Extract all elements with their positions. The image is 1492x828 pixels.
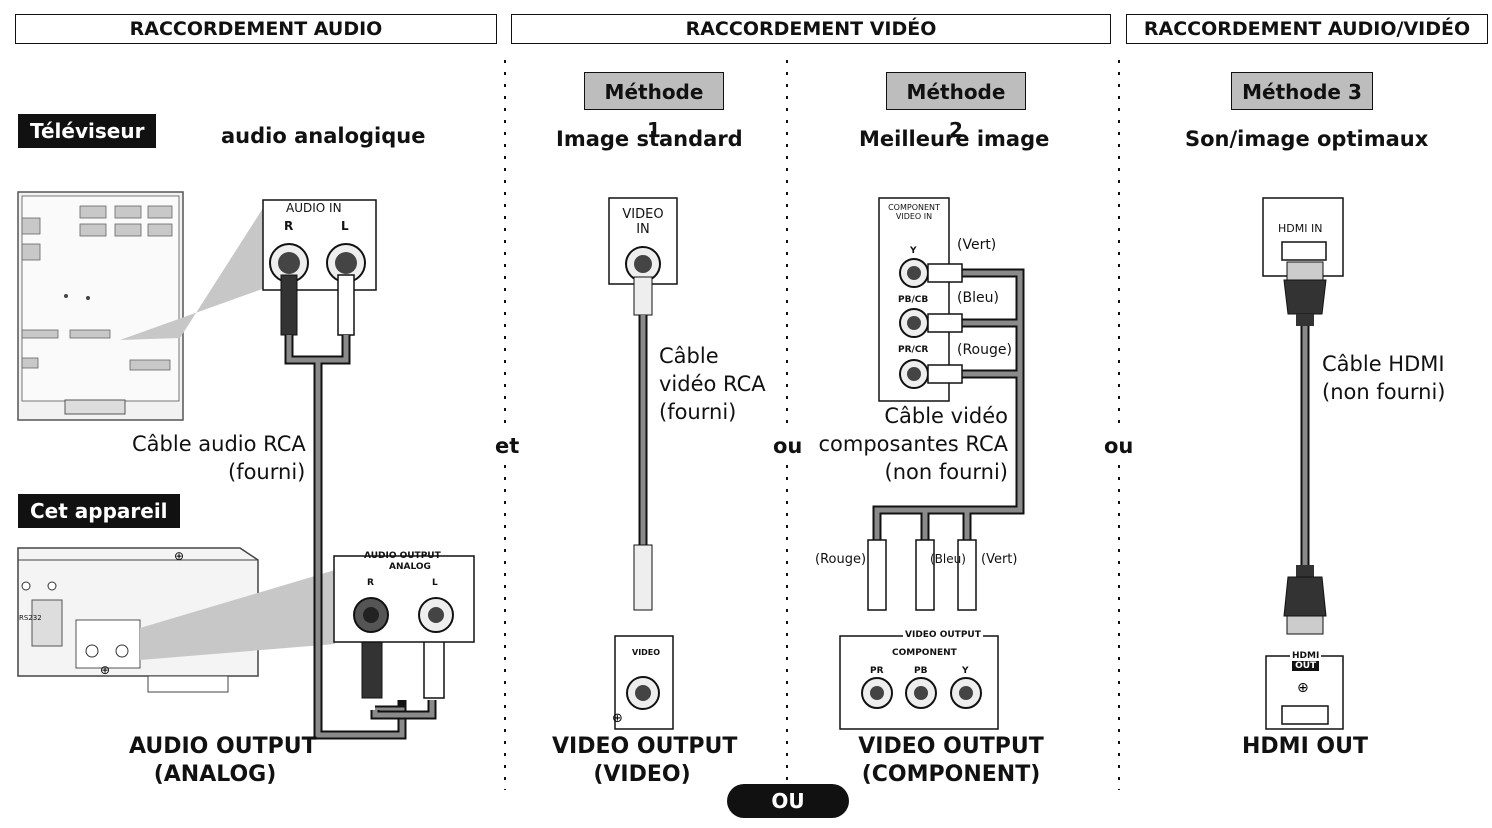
audio-output-jacks [353,597,454,633]
tv-zoom-beam [120,205,265,340]
audio-in-l: L [341,219,349,233]
method3-caption: HDMI OUT [1242,734,1368,759]
component-in-y: Y [910,246,917,256]
audio-in-title: AUDIO IN [286,201,342,215]
audio-output-title: AUDIO OUTPUT [364,551,441,561]
video-rca-cable [633,276,653,611]
header-audio-video: RACCORDEMENT AUDIO/VIDÉO [1126,14,1488,44]
color-red: (Rouge) [957,342,1012,358]
color-blue: (Bleu) [957,290,999,306]
method3-subtitle: Son/image optimaux [1185,127,1429,151]
component-output-y: Y [962,666,969,676]
svg-text:⊕: ⊕ [612,711,623,726]
plug-red: (Rouge) [815,552,867,567]
plug-blue: (Bleu) [930,552,966,566]
method2-badge: Méthode 2 [886,72,1026,142]
svg-text:⊕: ⊕ [100,663,110,677]
method3-badge: Méthode 3 [1231,72,1373,110]
method1-subtitle: Image standard [556,127,743,151]
tv-illustration [17,191,184,421]
audio-output-r: R [367,578,374,588]
svg-text:⊕: ⊕ [174,549,184,563]
component-output-title: VIDEO OUTPUT [903,630,983,640]
hdmi-in-port [1281,241,1327,261]
header-audio: RACCORDEMENT AUDIO [15,14,497,44]
hdmi-cable [1283,261,1327,635]
header-video: RACCORDEMENT VIDÉO [511,14,1111,44]
rs232-label: RS232 [19,614,42,622]
component-output-pb: PB [914,666,928,676]
method2-subtitle: Meilleure image [859,127,1050,151]
player-zoom-beam [140,570,335,660]
audio-cable-line2: (fourni) [228,460,306,484]
component-in-pr: PR/CR [898,345,929,355]
audio-caption: AUDIO OUTPUT(ANALOG) [129,734,317,787]
component-in-jacks [899,258,929,389]
method2-caption: VIDEO OUTPUT(COMPONENT) [858,734,1044,787]
unit-label: Cet appareil [18,494,180,528]
hdmi-cable-label: Câble HDMI(non fourni) [1322,352,1446,404]
or-label-2: ou [1104,434,1134,458]
audio-output-l: L [432,578,438,588]
color-green: (Vert) [957,237,997,253]
audio-output-panel [333,555,475,643]
svg-text:⊕: ⊕ [1297,680,1309,696]
tv-label: Téléviseur [18,114,157,148]
component-in-pb: PB/CB [898,295,929,305]
or-pill: OU [727,784,849,818]
audio-output-sub: ANALOG [389,562,431,572]
method1-caption: VIDEO OUTPUT(VIDEO) [552,734,738,787]
component-output-jacks [861,677,982,709]
component-output-pr: PR [870,666,884,676]
video-output-label: VIDEO [632,648,661,657]
plug-green: (Vert) [981,552,1018,567]
component-output-sub: COMPONENT [892,648,957,658]
and-label: et [495,434,520,458]
section-dividers [504,60,1120,790]
audio-cable-line1: Câble audio RCA [132,432,306,456]
audio-rca-cable [280,274,445,740]
audio-subtitle: audio analogique [221,124,426,148]
or-label-1: ou [773,434,803,458]
component-plugs [867,263,977,611]
hdmi-in-label: HDMI IN [1278,222,1323,235]
audio-in-r: R [284,219,294,233]
hdmi-out-port [1281,705,1329,725]
component-cable [872,268,1025,540]
method1-badge: Méthode 1 [584,72,724,142]
